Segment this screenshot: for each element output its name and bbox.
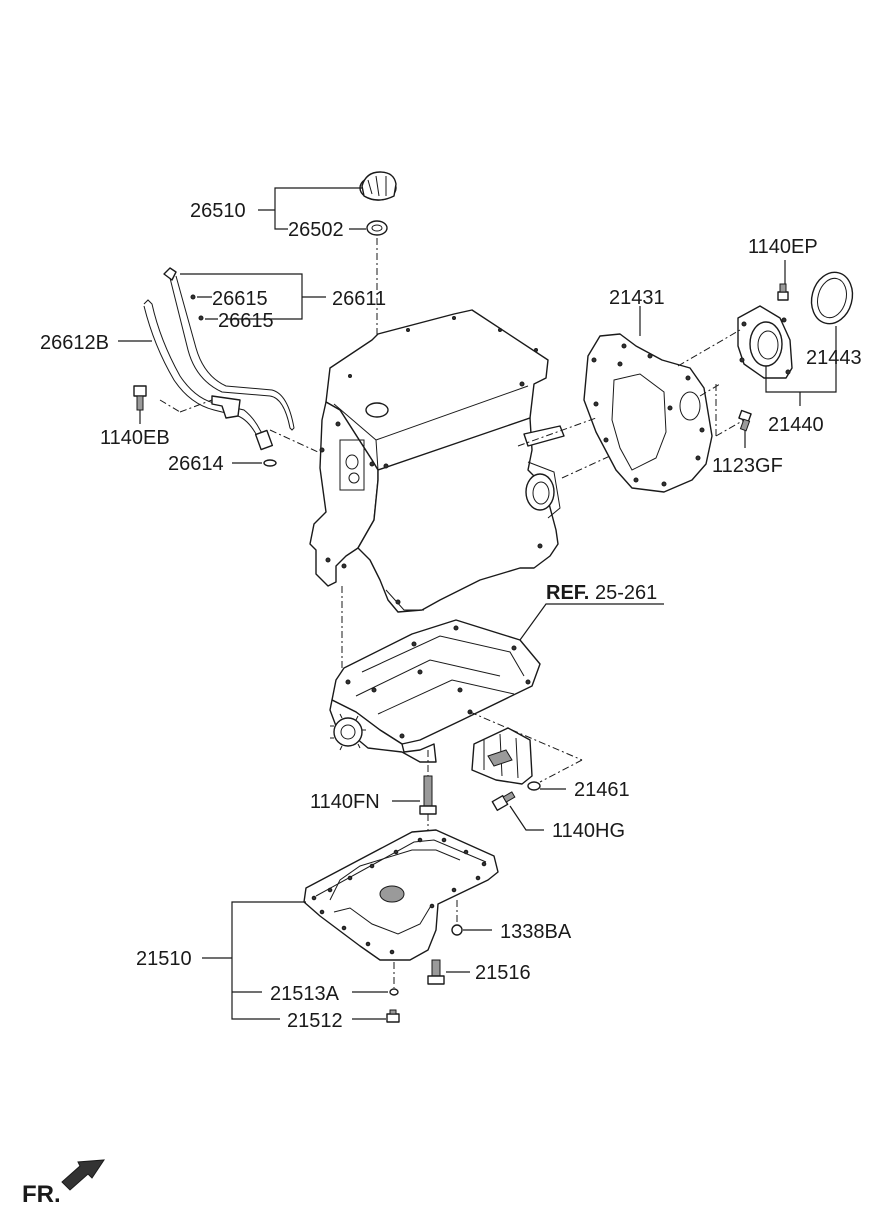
bolt-1140FN — [419, 775, 437, 815]
rear-oil-seal-21443 — [810, 271, 854, 325]
label-1140HG: 1140HG — [552, 820, 625, 842]
label-1140FN: 1140FN — [310, 791, 380, 813]
guide-eb — [159, 399, 181, 413]
leader-ref — [519, 603, 664, 641]
leader-26611 — [180, 273, 326, 320]
label-1140EB: 1140EB — [100, 427, 170, 449]
gasket-21513A — [389, 988, 399, 996]
label-21440: 21440 — [768, 414, 824, 436]
label-26611: 26611 — [332, 288, 386, 310]
seal-guide-1 — [677, 329, 741, 367]
label-26615-a: 26615 — [212, 288, 268, 310]
bolt-21516 — [427, 959, 445, 985]
leader-21510 — [202, 901, 388, 1020]
rear-oil-seal-case — [737, 305, 793, 379]
guide-tube — [269, 429, 319, 453]
cylinder-block — [309, 309, 565, 613]
label-21443: 21443 — [806, 347, 862, 369]
label-front: FR. — [22, 1181, 61, 1208]
baffle-21461 — [471, 727, 533, 785]
label-21431: 21431 — [609, 287, 665, 309]
label-26615-b: 26615 — [218, 310, 274, 332]
bolt-1140EP — [777, 283, 789, 301]
pin-26615a — [190, 294, 196, 300]
oil-level-gauge — [163, 267, 295, 431]
guide-eb2 — [179, 399, 213, 413]
lower-crankcase — [329, 619, 541, 763]
label-1140EP: 1140EP — [748, 236, 818, 258]
oil-pan — [303, 829, 499, 961]
label-26502: 26502 — [288, 219, 344, 241]
oil-level-gauge-tube — [143, 299, 274, 451]
o-ring-26614 — [263, 459, 277, 467]
bolt-1338BA — [451, 924, 463, 936]
bolt-1140HG — [491, 791, 516, 812]
label-ref-number: 25-261 — [595, 582, 657, 604]
label-ref: REF. — [546, 582, 589, 604]
label-21516: 21516 — [475, 962, 531, 984]
seal-guide-4 — [699, 383, 721, 397]
leader-21440 — [765, 326, 837, 406]
label-1338BA: 1338BA — [500, 921, 572, 943]
rear-plate-21431 — [583, 333, 713, 493]
label-21461: 21461 — [574, 779, 630, 801]
pin-26615b — [198, 315, 204, 321]
front-direction-arrow-icon — [61, 1159, 105, 1191]
label-1123GF: 1123GF — [712, 455, 783, 477]
oil-filler-cap — [359, 171, 397, 201]
label-21513A: 21513A — [270, 983, 340, 1005]
oil-filler-gasket — [366, 220, 388, 236]
baffle-guide — [469, 711, 583, 761]
seal-guide-3 — [715, 419, 745, 437]
bolt-1140EB — [133, 385, 147, 411]
leader-1140HG — [509, 805, 544, 831]
plate-guide-2 — [561, 455, 611, 479]
bolt-21461 — [527, 781, 541, 791]
bolt-1123GF — [738, 409, 752, 432]
leader-26510 — [258, 187, 362, 230]
label-21510: 21510 — [136, 948, 192, 970]
plate-guide-1 — [517, 417, 597, 447]
label-21512: 21512 — [287, 1010, 343, 1032]
label-26510: 26510 — [190, 200, 246, 222]
label-26614: 26614 — [168, 453, 224, 475]
label-26612B: 26612B — [40, 332, 109, 354]
drain-plug-21512 — [386, 1009, 400, 1023]
